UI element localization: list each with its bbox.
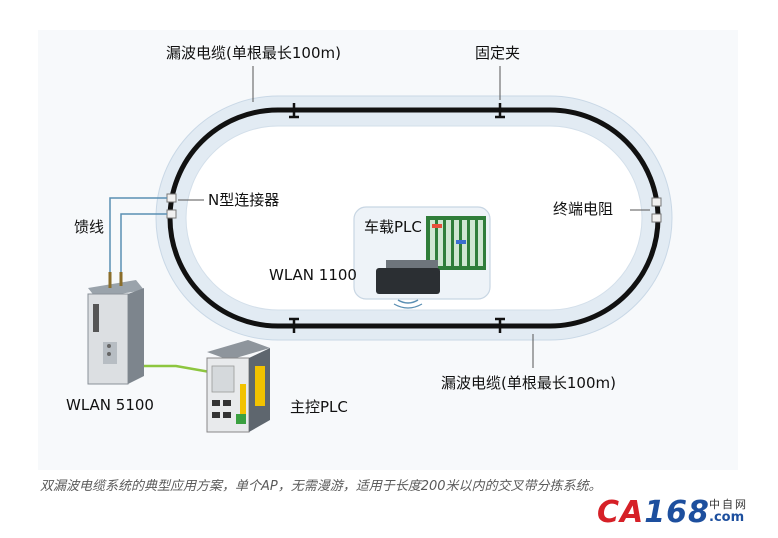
main-plc-device — [206, 340, 270, 433]
logo-mark: CA168 — [597, 496, 710, 530]
clamp-top-right — [495, 103, 505, 119]
site-logo: CA168 中自网 .com — [597, 496, 767, 532]
clamp-bottom-left — [289, 317, 299, 333]
label-feeder: 馈线 — [74, 218, 104, 236]
vehicle-plc-module — [426, 216, 486, 270]
label-clamp: 固定夹 — [475, 44, 520, 62]
logo-sub-cn: 中自网 — [709, 498, 748, 511]
clamp-top-left — [289, 103, 299, 119]
wlan-diagram: 漏波电缆(单根最长100m) 固定夹 N型连接器 馈线 终端电阻 车载PLC W… — [66, 44, 673, 433]
label-wlan-5100: WLAN 5100 — [66, 396, 154, 414]
label-cable-bottom: 漏波电缆(单根最长100m) — [441, 374, 616, 392]
ethernet-link — [134, 364, 211, 374]
wlan-5100-device — [87, 272, 144, 385]
n-connector-1 — [166, 193, 177, 203]
logo-sub-com: .com — [709, 510, 745, 525]
label-vehicle-plc: 车载PLC — [364, 218, 422, 236]
label-main-plc: 主控PLC — [290, 398, 348, 416]
wlan-1100-device — [376, 260, 440, 309]
logo-num: 168 — [644, 495, 710, 530]
label-wlan-1100: WLAN 1100 — [269, 266, 357, 284]
clamp-bottom-right — [495, 317, 505, 333]
terminator-2 — [651, 213, 662, 223]
n-connector-2 — [166, 209, 177, 219]
label-n-connector: N型连接器 — [208, 191, 279, 209]
feeder-line-1 — [109, 197, 167, 272]
terminator-1 — [651, 197, 662, 207]
logo-ca: CA — [597, 495, 645, 530]
figure-caption: 双漏波电缆系统的典型应用方案，单个AP，无需漫游，适用于长度200米以内的交叉带… — [40, 479, 602, 494]
label-cable-top: 漏波电缆(单根最长100m) — [166, 44, 341, 62]
label-terminator: 终端电阻 — [553, 200, 613, 218]
feeder-line-2 — [120, 213, 167, 272]
